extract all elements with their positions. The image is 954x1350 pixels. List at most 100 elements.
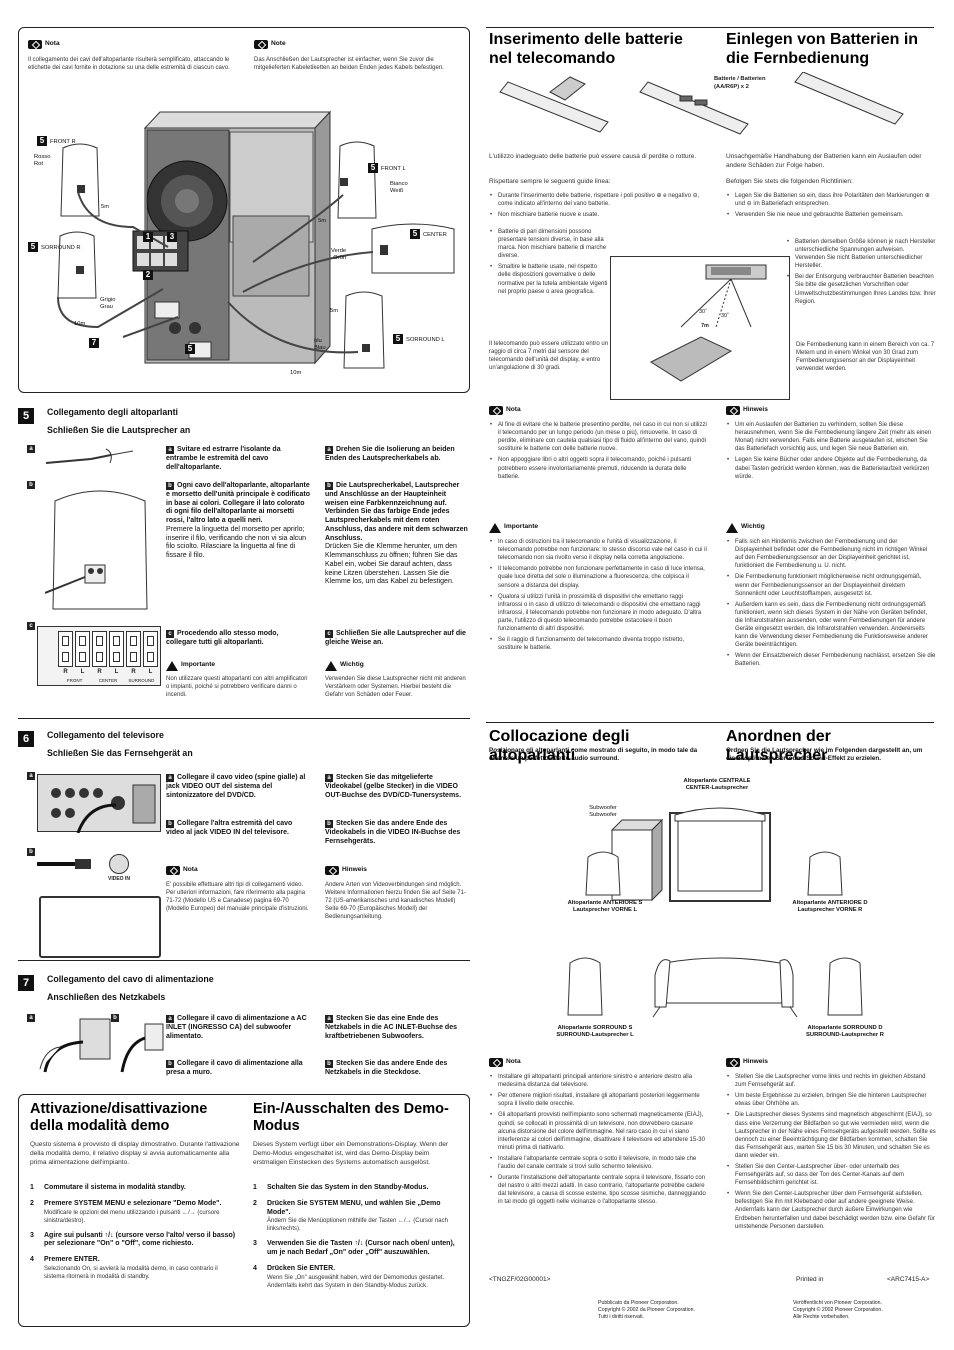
battery-type-label: Batterie / Batterien (AA/R6P) x 2 [714,76,766,90]
demo-step-2-note: Modificare le opzioni del menu utilizzan… [44,1209,220,1224]
strip-wire-illustration: a [27,445,155,471]
terminal-label: L [114,669,119,675]
importante-item: Qualora si utilizzi l'unità in prossimit… [489,593,707,633]
surround-r-text: SORROUND R [41,245,81,251]
hinweis-item: Um beste Ergebnisse zu erzielen, bringen… [726,1092,936,1108]
label-terminal-2: 2 [143,270,156,280]
front-l-text: FRONT L [381,166,406,172]
terminal-label: L [148,669,153,675]
demo-step-2-note: Ändern Sie die Menüoptionen mithilfe der… [267,1218,448,1233]
step-badge: 5 [368,163,378,173]
sec7-title-de: Anschließen des Netzkabels [47,992,166,1002]
tv-video-in-illustration: b VIDEO IN [27,848,162,958]
batt-list-de-2: Batterien derselben Größe können je nach… [786,238,936,309]
note-icon [254,40,268,49]
placement-title-it: Collocazione degli altoparlanti [489,728,630,765]
batt-item-de: Verwenden Sie nie neue und gebrauchte Ba… [726,211,931,219]
batt-item-it: Durante l'inserimento delle batterie, ri… [489,192,704,208]
demo-intro-it: Questo sistema è provvisto di display di… [30,1141,240,1166]
demo-intro-de: Dieses System verfügt über ein Demonstra… [253,1141,449,1166]
batt-list-it: Durante l'inserimento delle batterie, ri… [489,192,704,222]
importante-text: Non utilizzare questi altoparlanti con a… [166,676,308,699]
step-badge: 5 [37,136,47,146]
label-front-left: Altoparlante ANTERIORE S Lautsprecher VO… [567,900,643,914]
speaker-center-illustration [368,215,458,277]
speaker-front-r-illustration [57,140,103,220]
section-number-5: 5 [18,408,34,424]
batt-importante-it: Importante In caso di ostruzioni tra il … [489,522,707,655]
terminal-label: R [97,669,102,675]
step-a-tag: a [27,772,35,780]
demo-mode-panel [18,1094,470,1327]
tv-illustration [39,896,161,958]
warning-icon [489,523,501,533]
sec5-step-b-it-detail: Premere la linguetta del morsetto per ap… [166,525,307,559]
step-badge: 5 [28,242,38,252]
terminal-row [58,631,158,667]
nota-item: Non appoggiare libri o altri oggetti sop… [489,456,707,480]
speaker-terminal [126,631,141,667]
label-10m-a: 10m [74,321,86,327]
label-7: 7 [89,338,102,348]
nota-top-it: Nota Il collegamento dei cavi dell'altop… [28,40,233,72]
terminal-group-label: CENTER [98,678,118,683]
demo-title-it: Attivazione/disattivazione della modalit… [30,1101,208,1135]
batt-title-it: Inserimento delle batterie nel telecoman… [489,31,683,68]
step-a-tag: a [27,1014,35,1022]
top-border-right [486,27,934,28]
label-grigio: Grigio Grau [100,297,116,310]
terminal-label: R [131,669,136,675]
batt-list-it-2: Batterie di pari dimensioni possono pres… [489,228,609,299]
label-bianco: Bianco Weiß [390,181,408,194]
sec5-importante: Importante Non utilizzare questi altopar… [166,660,311,699]
sec5-title-de: Schließen Sie die Lautsprecher an [47,425,191,435]
placement-border [486,722,934,723]
note-icon [726,406,740,415]
batt-item-de: Legen Sie die Batterien so ein, dass ihr… [726,192,931,208]
batt-item-de: Bei der Entsorgung verbrauchter Batterie… [786,273,936,305]
step-badge: 5 [393,334,403,344]
batt-p2-de: Befolgen Sie stets die folgenden Richtli… [726,178,853,185]
note-label: Note [271,40,286,48]
nota-item: Per ottenere migliori risultati, install… [489,1092,711,1108]
step-a-tag: a [27,445,35,453]
hinweis-item: Legen Sie keine Bücher oder andere Objek… [726,456,936,480]
label-subwoofer: Subwoofer Subwoofer [589,805,617,819]
hinweis-text: Andere Arten von Videoverbindungen sind … [325,882,466,921]
angle-label-right: 30˚ [721,313,729,319]
terminal-label: L [80,669,85,675]
label-rosso: Rosso Rot [34,154,51,167]
step-badge: 7 [89,338,99,348]
subwoofer-illustration [115,106,340,368]
nota-item: Gli altoparlanti provvisti nell'impianto… [489,1111,711,1151]
wichtig-item: Außerdem kann es sein, dass die Fernbedi… [726,601,936,650]
wichtig-text: Verwenden Sie diese Lautsprecher nicht m… [325,676,466,699]
placement-intro-it: Posizionare gli altoparlanti come mostra… [489,747,698,762]
surround-l-text: SORROUND L [406,337,445,343]
placement-nota-it: Nota Installare gli altoparlanti princip… [489,1058,711,1209]
nota-label: Nota [45,40,60,48]
speaker-surround-r-illustration [54,228,100,302]
label-5-sub: 5 [185,344,198,354]
hinweis-item: Um ein Auslaufen der Batterien zu verhin… [726,421,936,453]
speaker-terminal-illustration: b [27,481,155,616]
label-surround-right: Altoparlante SORROUND D SURROUND-Lautspr… [806,1025,884,1039]
demo-step-4-note: Selezionando On, si avvierà la modalità … [44,1265,218,1281]
terminal-badge: 3 [167,232,177,242]
speaker-surround-l-illustration [340,288,388,372]
sec7-title-it: Collegamento del cavo di alimentazione [47,974,214,984]
warning-icon [166,661,178,671]
